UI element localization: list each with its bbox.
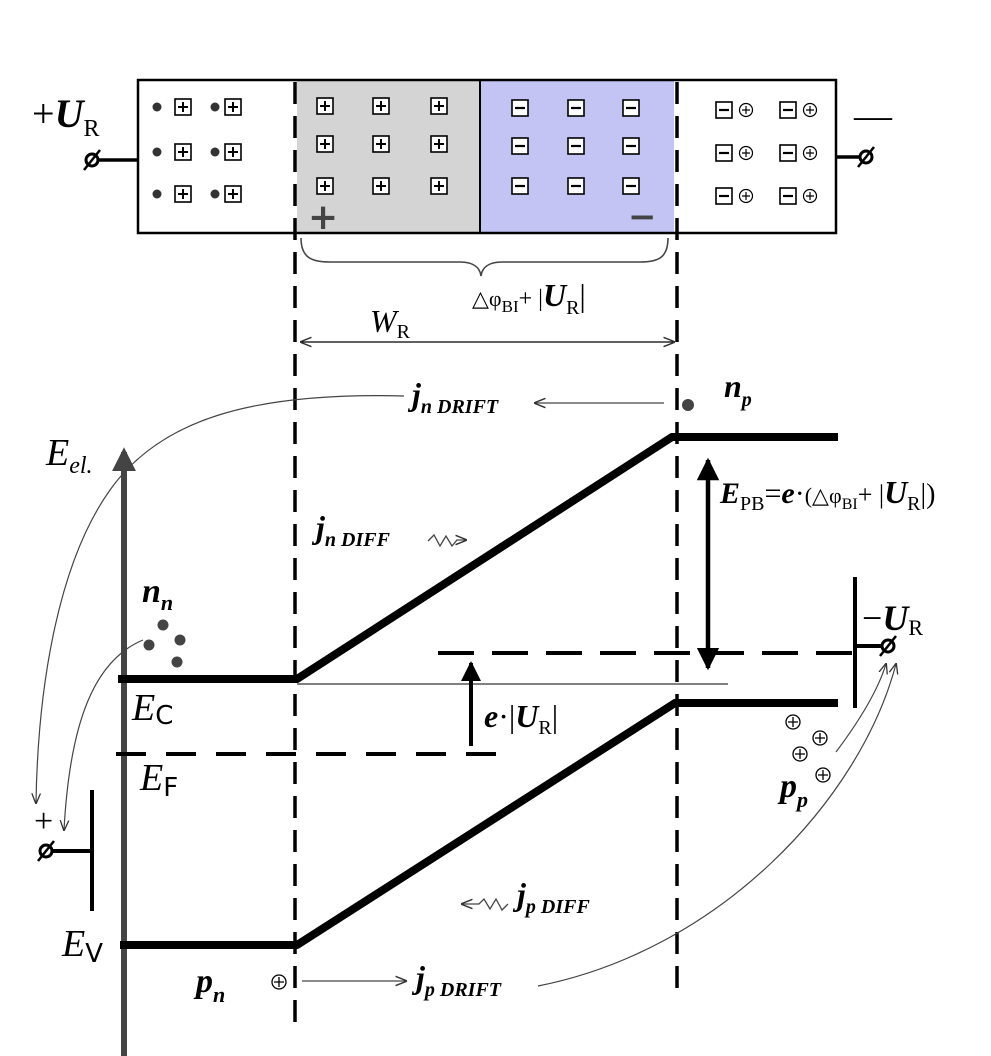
holes-pp <box>785 714 831 783</box>
acceptor-ion <box>622 177 640 195</box>
ef-label: EF <box>139 757 178 803</box>
acceptor-with-hole <box>779 187 818 205</box>
donor-ion <box>316 177 334 195</box>
hole-return-path-outer <box>537 664 896 987</box>
right-terminal-label: — <box>853 95 893 137</box>
jp-drift-label: jp DRIFT <box>411 959 502 1001</box>
ec-label: EC <box>131 687 173 731</box>
electron-np <box>682 399 694 411</box>
hole-pn <box>271 974 287 990</box>
energy-axis-label: Eel. <box>45 432 93 479</box>
acceptor-with-hole <box>779 144 818 162</box>
donor-ion <box>372 97 390 115</box>
shift-label: e·|UR| <box>484 698 558 739</box>
depletion-brace <box>300 237 669 277</box>
donor-ion <box>372 177 390 195</box>
right-contact: −UR <box>853 577 923 708</box>
nn-label: nn <box>142 573 173 615</box>
conduction-band <box>118 433 838 683</box>
jp-diff-arrow <box>462 897 509 912</box>
acceptor-ion <box>622 137 640 155</box>
acceptor-ion <box>567 177 585 195</box>
n-side-carriers <box>152 98 242 203</box>
jp-diff-label: jp DIFF <box>512 876 590 918</box>
space-charge-minus-sign: − <box>628 197 657 237</box>
acceptor-with-hole <box>715 187 754 205</box>
donor-ion <box>316 97 334 115</box>
jn-diff-arrow <box>427 533 466 548</box>
left-contact-label: + <box>34 803 53 840</box>
donor-with-electron <box>152 98 192 116</box>
acceptor-with-hole <box>715 101 754 119</box>
donor-with-electron <box>210 143 242 161</box>
electron-return-path-outer <box>36 395 405 803</box>
electron-return-path-inner <box>64 639 144 830</box>
acceptor-ion <box>567 99 585 117</box>
acceptor-with-hole <box>779 101 818 119</box>
depletion-voltage-label: △φBI+ |UR| <box>472 277 586 319</box>
hole-return-path-inner <box>835 664 886 753</box>
acceptor-ion <box>567 137 585 155</box>
acceptor-ion <box>511 99 529 117</box>
donor-ion <box>430 177 448 195</box>
junction-bar: + − +UR — <box>32 78 893 238</box>
valence-band <box>120 699 838 949</box>
jn-diff-label: jn DIFF <box>311 509 391 551</box>
acceptor-ion <box>511 137 529 155</box>
acceptor-ion <box>511 177 529 195</box>
left-contact: + <box>34 790 94 911</box>
right-terminal: — <box>836 95 893 168</box>
jn-drift-label: jn DRIFT <box>407 376 499 418</box>
p-side-carriers <box>715 101 818 205</box>
electrons-nn <box>143 619 186 668</box>
donor-with-electron <box>210 98 242 116</box>
donor-ion <box>316 135 334 153</box>
pp-label: pp <box>777 768 808 812</box>
donor-ion <box>430 97 448 115</box>
donor-ion <box>372 135 390 153</box>
np-label: np <box>724 368 752 411</box>
donor-with-electron <box>152 143 192 161</box>
right-contact-label: −UR <box>862 598 923 640</box>
ev-label: EV <box>61 923 103 969</box>
ionized-acceptors <box>511 99 640 195</box>
acceptor-ion <box>622 99 640 117</box>
donor-with-electron <box>210 185 242 203</box>
space-charge-plus-sign: + <box>308 197 338 238</box>
donor-ion <box>430 135 448 153</box>
acceptor-with-hole <box>715 144 754 162</box>
left-terminal-label: +UR <box>32 91 99 142</box>
barrier-label: EPB=e·(△φBI+ |UR|) <box>719 474 935 515</box>
width-label: WR <box>370 303 411 343</box>
left-terminal: +UR <box>32 91 138 171</box>
donor-with-electron <box>152 185 192 203</box>
pn-label: pn <box>193 963 225 1007</box>
ionized-donors <box>316 97 448 195</box>
